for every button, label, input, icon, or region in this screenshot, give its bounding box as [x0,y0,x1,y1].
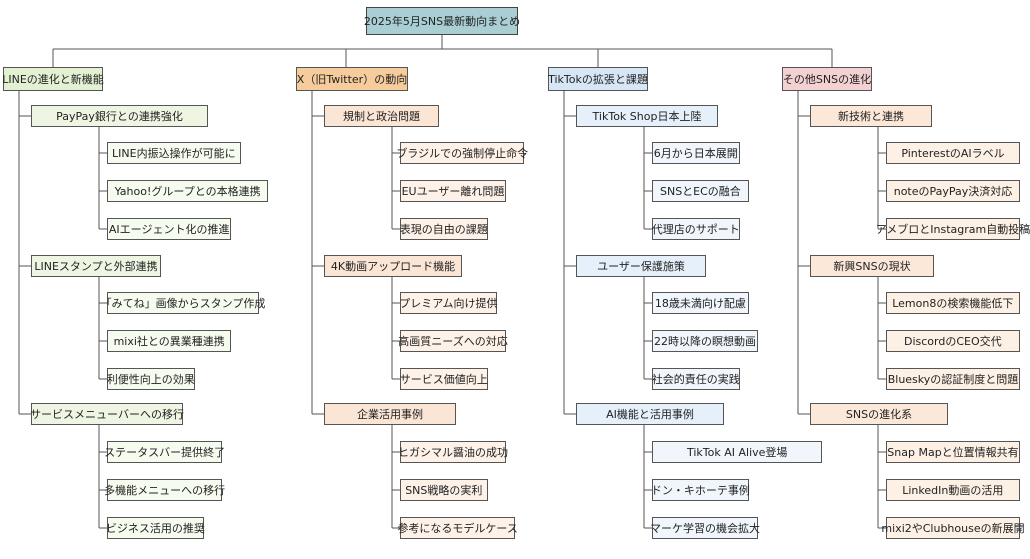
leaf-3-3-2: ドン・キホーテ事例 [651,479,750,501]
category-4: その他SNSの進化 [782,67,872,91]
leaf-4-1-2: noteのPayPay決済対応 [886,180,1020,202]
leaf-3-2-2: 22時以降の瞑想動画 [652,330,758,352]
leaf-2-2-3: サービス価値向上 [400,368,488,390]
leaf-1-3-1: ステータスバー提供終了 [104,441,225,463]
subtopic-3-3: AI機能と活用事例 [576,403,724,425]
leaf-3-3-1: TikTok AI Alive登場 [652,441,823,463]
root-title: 2025年5月SNS最新動向まとめ [364,7,520,35]
leaf-4-3-2: LinkedIn動画の活用 [886,479,1020,501]
leaf-2-1-1: ブラジルでの強制停止命令 [396,142,528,164]
leaf-1-3-3: ビジネス活用の推奨 [106,517,205,539]
subtopic-2-2: 4K動画アップロード機能 [324,255,462,277]
leaf-3-2-3: 社会的責任の実践 [652,368,740,390]
subtopic-4-1: 新技術と連携 [810,105,932,127]
leaf-2-3-2: SNS戦略の実利 [400,479,488,501]
subtopic-2-3: 企業活用事例 [324,403,456,425]
leaf-4-2-1: Lemon8の検索機能低下 [886,292,1020,314]
leaf-1-1-1: LINE内振込操作が可能に [107,142,241,164]
leaf-4-3-3: mixi2やClubhouseの新展開 [881,517,1025,539]
category-2: X（旧Twitter）の動向 [296,67,408,91]
leaf-1-2-1: 「みてね」画像からスタンプ作成 [101,292,265,314]
subtopic-4-2: 新興SNSの現状 [810,255,934,277]
leaf-3-1-1: 6月から日本展開 [652,142,740,164]
category-1: LINEの進化と新機能 [2,67,104,91]
leaf-2-1-3: 表現の自由の課題 [400,218,488,240]
subtopic-3-1: TikTok Shop日本上陸 [576,105,718,127]
leaf-2-3-3: 参考になるモデルケース [397,517,518,539]
leaf-2-3-1: ヒガシマル醤油の成功 [398,441,508,463]
subtopic-4-3: SNSの進化系 [810,403,948,425]
leaf-3-3-3: マーケ学習の機会拡大 [650,517,760,539]
leaf-1-2-3: 利便性向上の効果 [107,368,195,390]
leaf-3-1-2: SNSとECの融合 [652,180,749,202]
leaf-3-1-3: 代理店のサポート [652,218,740,240]
leaf-1-1-3: AIエージェント化の推進 [107,218,232,240]
subtopic-3-2: ユーザー保護施策 [576,255,706,277]
subtopic-1-3: サービスメニューバーへの移行 [30,403,184,425]
leaf-2-1-2: EUユーザー離れ問題 [400,180,506,202]
leaf-4-2-2: DiscordのCEO交代 [886,330,1020,352]
leaf-4-3-1: Snap Mapと位置情報共有 [886,441,1020,463]
leaf-4-1-3: アメブロとInstagram自動投稿 [876,218,1030,240]
leaf-2-2-2: 高画質ニーズへの対応 [398,330,508,352]
category-3: TikTokの拡張と課題 [548,67,648,91]
subtopic-1-2: LINEスタンプと外部連携 [31,255,161,277]
leaf-1-3-2: 多機能メニューへの移行 [104,479,225,501]
subtopic-1-1: PayPay銀行との連携強化 [31,105,208,127]
leaf-4-2-3: Blueskyの認証制度と問題 [886,368,1020,390]
leaf-2-2-1: プレミアム向け提供 [399,292,498,314]
leaf-4-1-1: PinterestのAIラベル [886,142,1020,164]
leaf-1-1-2: Yahoo!グループとの本格連携 [107,180,269,202]
leaf-3-2-1: 18歳未満向け配慮 [652,292,749,314]
leaf-1-2-2: mixi社との異業種連携 [107,330,232,352]
subtopic-2-1: 規制と政治問題 [324,105,439,127]
